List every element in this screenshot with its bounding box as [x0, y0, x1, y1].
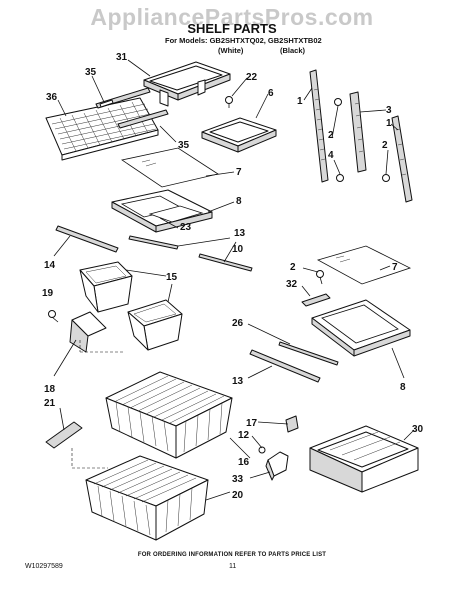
part-26-rail	[278, 341, 339, 366]
callout-17: 17	[246, 418, 258, 429]
color-white: (White)	[218, 46, 244, 55]
part-22-screw	[225, 96, 233, 108]
callout-7-upper: 7	[236, 167, 242, 178]
callout-36: 36	[46, 92, 58, 103]
callout-23: 23	[180, 222, 192, 233]
part-20-wire-basket	[85, 455, 209, 541]
part-15-crisper-bin-left	[79, 261, 133, 313]
callout-8-upper: 8	[236, 196, 242, 207]
callout-20: 20	[232, 490, 244, 501]
callout-32: 32	[286, 279, 298, 290]
part-7-glass-upper	[120, 147, 220, 188]
color-black: (Black)	[280, 46, 306, 55]
callout-21: 21	[44, 398, 56, 409]
part-32-bracket	[301, 293, 331, 307]
part-8-crisper-cover-lower	[311, 299, 411, 357]
callout-12: 12	[238, 430, 250, 441]
callout-2-left: 2	[328, 130, 334, 141]
callout-8-lower: 8	[400, 382, 406, 393]
callout-13-upper: 13	[234, 228, 246, 239]
callout-2-right: 2	[382, 140, 388, 151]
callout-4: 4	[328, 150, 334, 161]
color-variants: (White) (Black)	[218, 46, 358, 55]
part-2-screw-right	[382, 174, 390, 182]
models-line: For Models: GB2SHTXTQ02, GB2SHTXTB02	[165, 36, 322, 45]
part-12-screw	[258, 446, 266, 454]
part-1-rail-left	[309, 69, 329, 183]
part-3-bracket	[349, 91, 367, 173]
callout-22: 22	[246, 72, 258, 83]
part-7-glass-lower	[316, 245, 412, 285]
page-title: SHELF PARTS	[187, 21, 277, 36]
callout-2-lower: 2	[290, 262, 296, 273]
callout-26: 26	[232, 318, 244, 329]
callout-33: 33	[232, 474, 244, 485]
part-15-crisper-bin-right	[127, 299, 183, 351]
part-6-shelf	[201, 117, 277, 153]
part-36-wire-shelf	[45, 97, 159, 161]
callout-3: 3	[386, 105, 392, 116]
callout-18: 18	[44, 384, 56, 395]
part-8-crisper-cover-upper	[111, 189, 213, 233]
part-19-screw	[48, 310, 59, 323]
part-17-clip	[285, 415, 299, 433]
part-31-shelf-frame	[143, 61, 231, 107]
callout-1-left: 1	[297, 96, 303, 107]
part-14-front-trim	[55, 225, 119, 253]
part-18-bracket	[69, 311, 124, 353]
callout-35-lower: 35	[178, 140, 190, 151]
callout-6: 6	[268, 88, 274, 99]
part-16-wire-basket	[105, 371, 233, 459]
part-2-screw-lower	[316, 270, 324, 285]
part-33-support	[265, 451, 289, 481]
part-10-trim	[128, 235, 179, 250]
part-4-screw-left	[336, 174, 344, 182]
watermark: AppliancePartsPros.com	[90, 4, 374, 30]
part-30-drawer	[309, 425, 419, 493]
part-13-rail-upper	[198, 253, 253, 272]
callout-labels: 31 35 36 22 6 35 1 2 4 3 1 2 7 8 23 10 1…	[42, 52, 424, 501]
ordering-note: FOR ORDERING INFORMATION REFER TO PARTS …	[137, 552, 327, 558]
callout-16: 16	[238, 457, 250, 468]
callout-30: 30	[412, 424, 424, 435]
part-21-bracket	[45, 421, 108, 469]
callout-13-lower: 13	[232, 376, 244, 387]
callout-19: 19	[42, 288, 54, 299]
callout-31: 31	[116, 52, 128, 63]
part-1-rail-right	[391, 115, 413, 203]
part-2-screw-left	[334, 98, 342, 106]
callout-15: 15	[166, 272, 178, 283]
document-number: W10297589	[25, 563, 63, 570]
page-number: 11	[229, 563, 237, 570]
callout-10: 10	[232, 244, 244, 255]
callout-1-right: 1	[386, 118, 392, 129]
part-35-rail-upper	[95, 87, 151, 109]
callout-7-lower: 7	[392, 262, 398, 273]
part-13-rail-lower	[249, 349, 321, 383]
leader-lines	[53, 59, 415, 501]
callout-35-upper: 35	[85, 67, 97, 78]
part-35-rail-lower	[117, 109, 169, 129]
callout-14: 14	[44, 260, 56, 271]
